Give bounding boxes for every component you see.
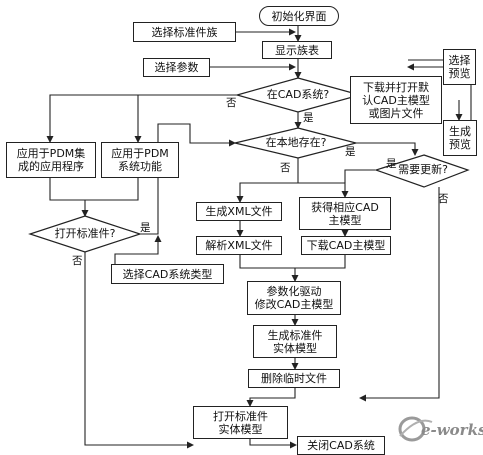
label-open-yes: 是 bbox=[140, 222, 151, 234]
node-init-ui: 初始化界面 bbox=[259, 6, 339, 26]
label-exists-yes: 是 bbox=[345, 146, 356, 158]
label-in-cad-no: 否 bbox=[226, 97, 237, 109]
node-delete-temp: 删除临时文件 bbox=[248, 369, 340, 388]
edge-open-yes bbox=[140, 123, 236, 235]
node-pdm-function: 应用于PDM 系统功能 bbox=[101, 142, 179, 178]
label-in-cad-yes: 是 bbox=[303, 112, 314, 124]
edge-incad-no bbox=[46, 94, 237, 143]
label-update-no: 否 bbox=[438, 193, 449, 205]
edge-exists-no bbox=[236, 158, 299, 203]
edge-exists-no-right bbox=[298, 182, 349, 198]
decision-in-cad-text: 在CAD系统? bbox=[266, 88, 330, 101]
decision-open-part-text: 打开标准件? bbox=[54, 227, 116, 240]
edge-pdm2-to-open bbox=[85, 176, 139, 201]
edge-update-no bbox=[359, 187, 440, 402]
node-gen-solid: 生成标准件 实体模型 bbox=[253, 325, 337, 358]
decision-open-part bbox=[28, 215, 142, 253]
edge-parse-to-param bbox=[239, 254, 299, 282]
label-open-no: 否 bbox=[72, 255, 83, 267]
node-gen-preview: 生成 预览 bbox=[443, 120, 477, 156]
node-download-default: 下载并打开默 认CAD主模型 或图片文件 bbox=[350, 76, 442, 124]
decision-need-update bbox=[374, 154, 470, 188]
node-select-family: 选择标准件族 bbox=[133, 22, 236, 42]
edge-pdm1-to-open bbox=[49, 176, 89, 217]
label-exists-no: 否 bbox=[280, 162, 291, 174]
decision-need-update-text: 需要更新? bbox=[398, 163, 448, 176]
edge-select-cad-type bbox=[114, 235, 162, 271]
node-gen-xml: 生成XML文件 bbox=[196, 202, 282, 221]
node-download-cad: 下载CAD主模型 bbox=[301, 236, 391, 255]
edge-delete-to-open bbox=[246, 387, 296, 407]
edge-download-to-param bbox=[295, 254, 346, 269]
decision-exists-local-text: 在本地存在? bbox=[265, 136, 327, 149]
node-close-cad: 关闭CAD系统 bbox=[297, 436, 385, 455]
node-pdm-integrated: 应用于PDM集 成的应用程序 bbox=[6, 142, 96, 178]
decision-exists-local bbox=[234, 127, 359, 159]
edge-exists-yes bbox=[354, 142, 419, 156]
edge-open-no bbox=[84, 252, 194, 449]
node-show-family-table: 显示族表 bbox=[262, 41, 332, 59]
node-select-params: 选择参数 bbox=[143, 58, 210, 77]
node-param-drive: 参数化驱动 修改CAD主模型 bbox=[247, 281, 341, 315]
edge-open-to-close bbox=[249, 437, 297, 449]
node-open-solid: 打开标准件 实体模型 bbox=[193, 406, 288, 439]
watermark-text: e-works bbox=[421, 421, 483, 439]
node-parse-xml: 解析XML文件 bbox=[196, 236, 282, 255]
decision-in-cad bbox=[234, 77, 363, 113]
label-update-yes: 是 bbox=[386, 158, 397, 170]
node-get-cad-model: 获得相应CAD 主模型 bbox=[299, 197, 391, 230]
e-works-logo bbox=[398, 416, 433, 442]
node-select-cad-type: 选择CAD系统类型 bbox=[111, 264, 224, 284]
node-select-preview: 选择 预览 bbox=[443, 49, 476, 85]
edge-update-yes bbox=[344, 169, 375, 183]
